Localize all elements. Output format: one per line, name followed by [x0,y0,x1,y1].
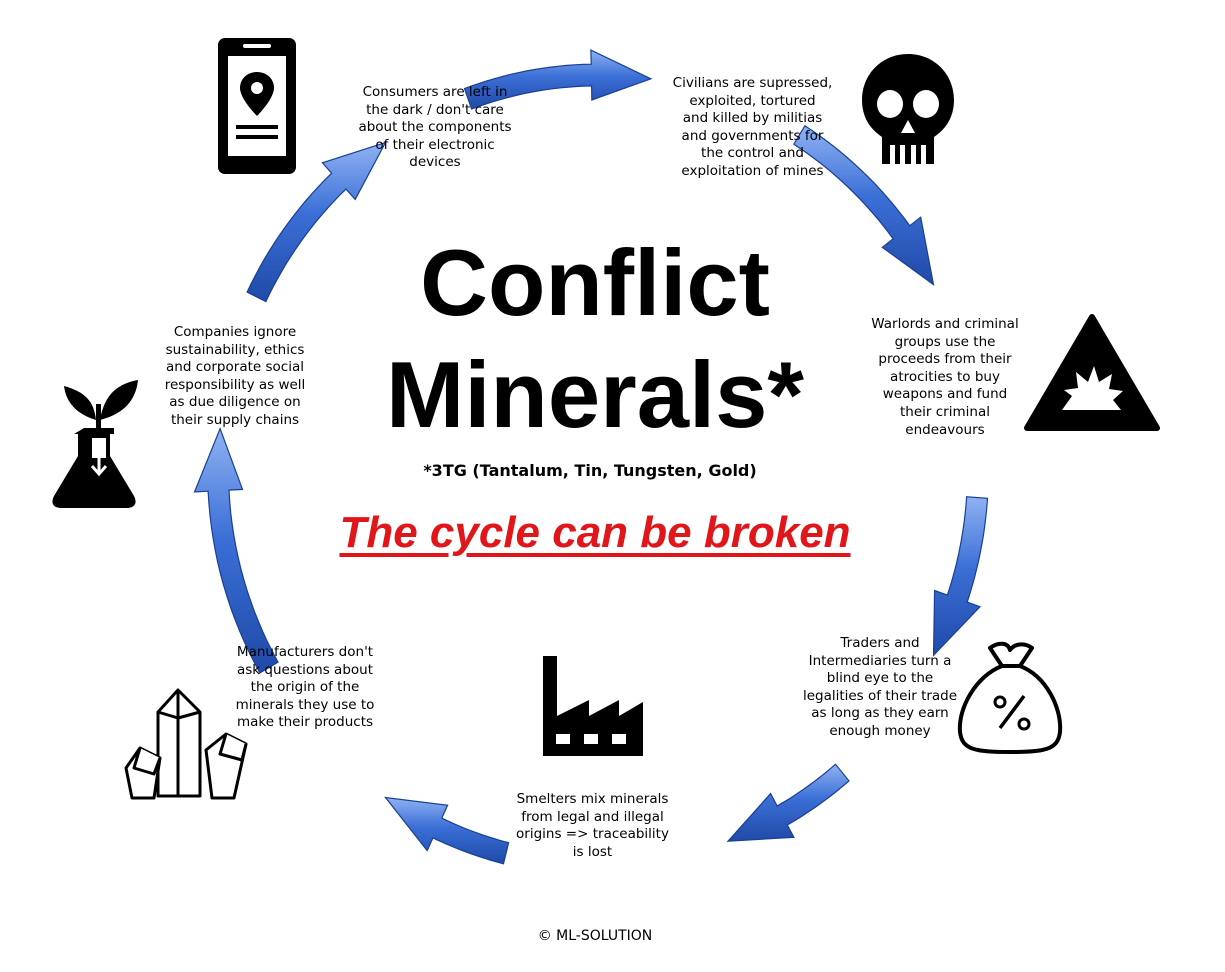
arrow-smelters-to-manufacturers [384,796,510,865]
step-text-civilians: Civilians are supressed, exploited, tort… [672,75,833,179]
skull-icon [862,54,954,164]
step-text-companies: Companies ignore sustainability, ethics … [164,324,306,428]
smartphone-location-icon [218,38,296,174]
factory-icon [543,656,643,756]
arrow-civilians-to-warlords [792,124,935,286]
tagline: The cycle can be broken [300,508,890,558]
plant-flask-icon [52,380,138,508]
arrow-warlords-to-traders [932,496,989,657]
copyright: © ML-SOLUTION [537,928,653,944]
title-footnote: *3TG (Tantalum, Tin, Tungsten, Gold) [423,461,757,480]
arrow-traders-to-smelters [726,763,850,842]
money-bag-icon [957,641,1063,754]
step-text-manufacturers: Manufacturers don't ask questions about … [235,644,375,731]
step-text-traders: Traders and Intermediaries turn a blind … [802,635,958,739]
step-text-smelters: Smelters mix minerals from legal and ill… [516,791,669,860]
tagline-text: The cycle can be broken [339,508,851,557]
step-text-consumers: Consumers are left in the dark / don't c… [358,84,512,171]
title-line-2: Minerals* [386,342,804,447]
arrow-manufacturers-to-companies [193,427,279,674]
step-text-warlords: Warlords and criminal groups use the pro… [871,316,1019,438]
explosion-warning-icon [1024,314,1160,431]
crystals-icon [124,688,248,800]
arrow-companies-to-consumers [246,141,387,303]
title-line-1: Conflict [420,230,770,335]
arrow-consumers-to-civilians [463,49,653,110]
